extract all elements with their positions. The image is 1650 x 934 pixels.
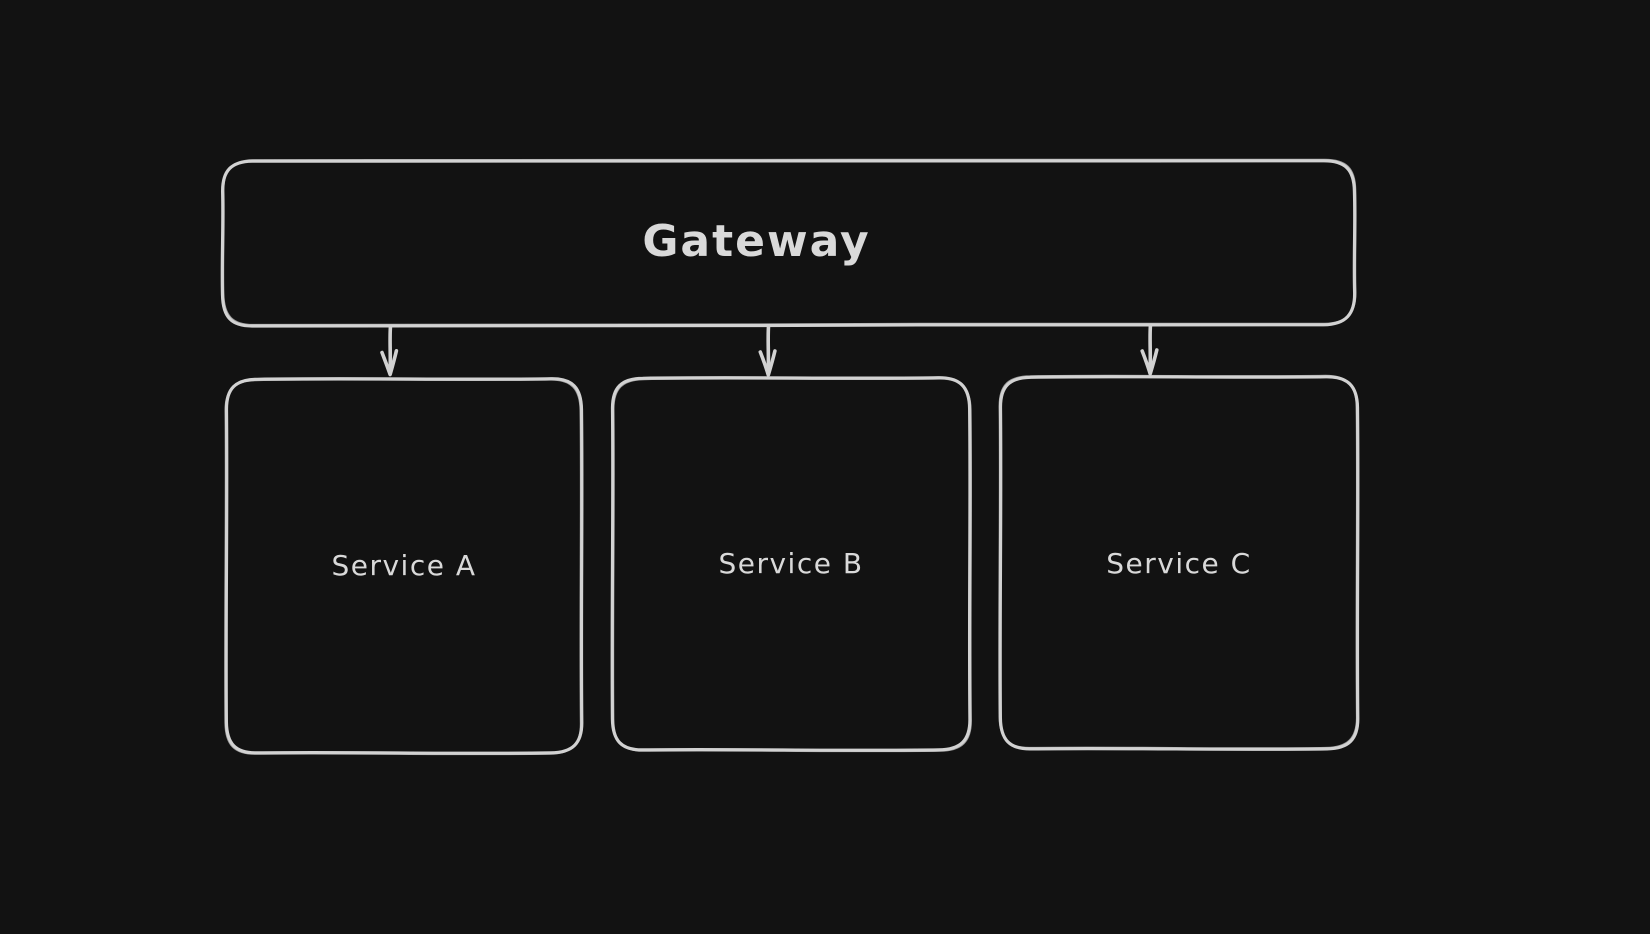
arrow-head-icon xyxy=(380,349,399,377)
node-service-b-shape[interactable] xyxy=(610,376,972,753)
edge-gateway-to-service-b[interactable] xyxy=(758,324,777,377)
node-service-c-shape[interactable] xyxy=(998,374,1360,751)
node-service-a-shape[interactable] xyxy=(224,377,584,756)
edge-gateway-to-service-c[interactable] xyxy=(1140,324,1159,376)
node-gateway-shape[interactable] xyxy=(220,158,1357,328)
arrow-head-icon xyxy=(758,349,777,377)
edge-gateway-to-service-a[interactable] xyxy=(380,325,399,377)
arrow-head-icon xyxy=(1140,348,1159,376)
